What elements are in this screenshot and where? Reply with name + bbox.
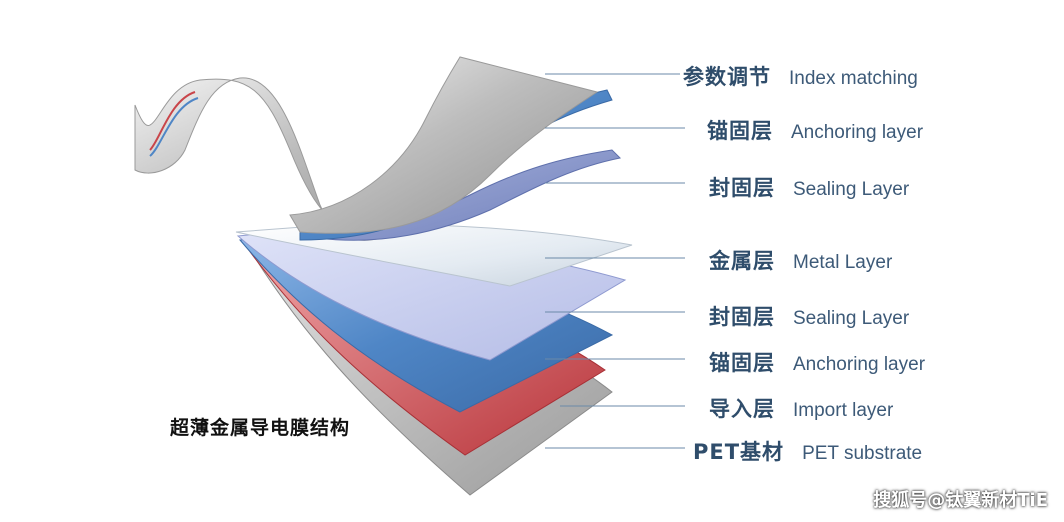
- label-en: Index matching: [789, 68, 918, 89]
- label-en: Anchoring layer: [791, 122, 924, 143]
- label-zh: 参数调节: [683, 65, 771, 89]
- label-en: Import layer: [793, 400, 894, 421]
- diagram-caption: 超薄金属导电膜结构: [170, 417, 351, 439]
- label-en: Sealing Layer: [793, 179, 910, 200]
- label-en: Anchoring layer: [793, 354, 926, 375]
- label-zh: 封固层: [709, 305, 775, 329]
- label-zh: 导入层: [709, 397, 775, 421]
- label-en: Sealing Layer: [793, 308, 910, 329]
- label-sealing-layer-lower: 封固层 Sealing Layer: [709, 301, 909, 331]
- label-zh: 锚固层: [707, 119, 773, 143]
- label-zh: 封固层: [709, 176, 775, 200]
- label-zh: 金属层: [709, 249, 775, 273]
- label-index-matching: 参数调节 Index matching: [683, 61, 918, 91]
- index-matching-layer: [289, 56, 599, 234]
- film-edge-blue: [149, 97, 199, 157]
- label-anchoring-layer-lower: 锚固层 Anchoring layer: [709, 347, 925, 377]
- leader-lines: [545, 73, 685, 449]
- watermark: 搜狐号@钛翼新材TiE: [873, 490, 1048, 511]
- label-metal-layer: 金属层 Metal Layer: [709, 245, 892, 275]
- label-en: PET substrate: [802, 443, 923, 464]
- label-anchoring-layer-upper: 锚固层 Anchoring layer: [707, 115, 923, 145]
- label-zh: 锚固层: [709, 351, 775, 375]
- label-pet-substrate: PET基材 PET substrate: [693, 436, 922, 466]
- label-sealing-layer-upper: 封固层 Sealing Layer: [709, 172, 909, 202]
- label-en: Metal Layer: [793, 252, 893, 273]
- film-edge-red: [149, 91, 196, 151]
- label-zh: PET基材: [693, 440, 785, 464]
- label-import-layer: 导入层 Import layer: [709, 393, 893, 423]
